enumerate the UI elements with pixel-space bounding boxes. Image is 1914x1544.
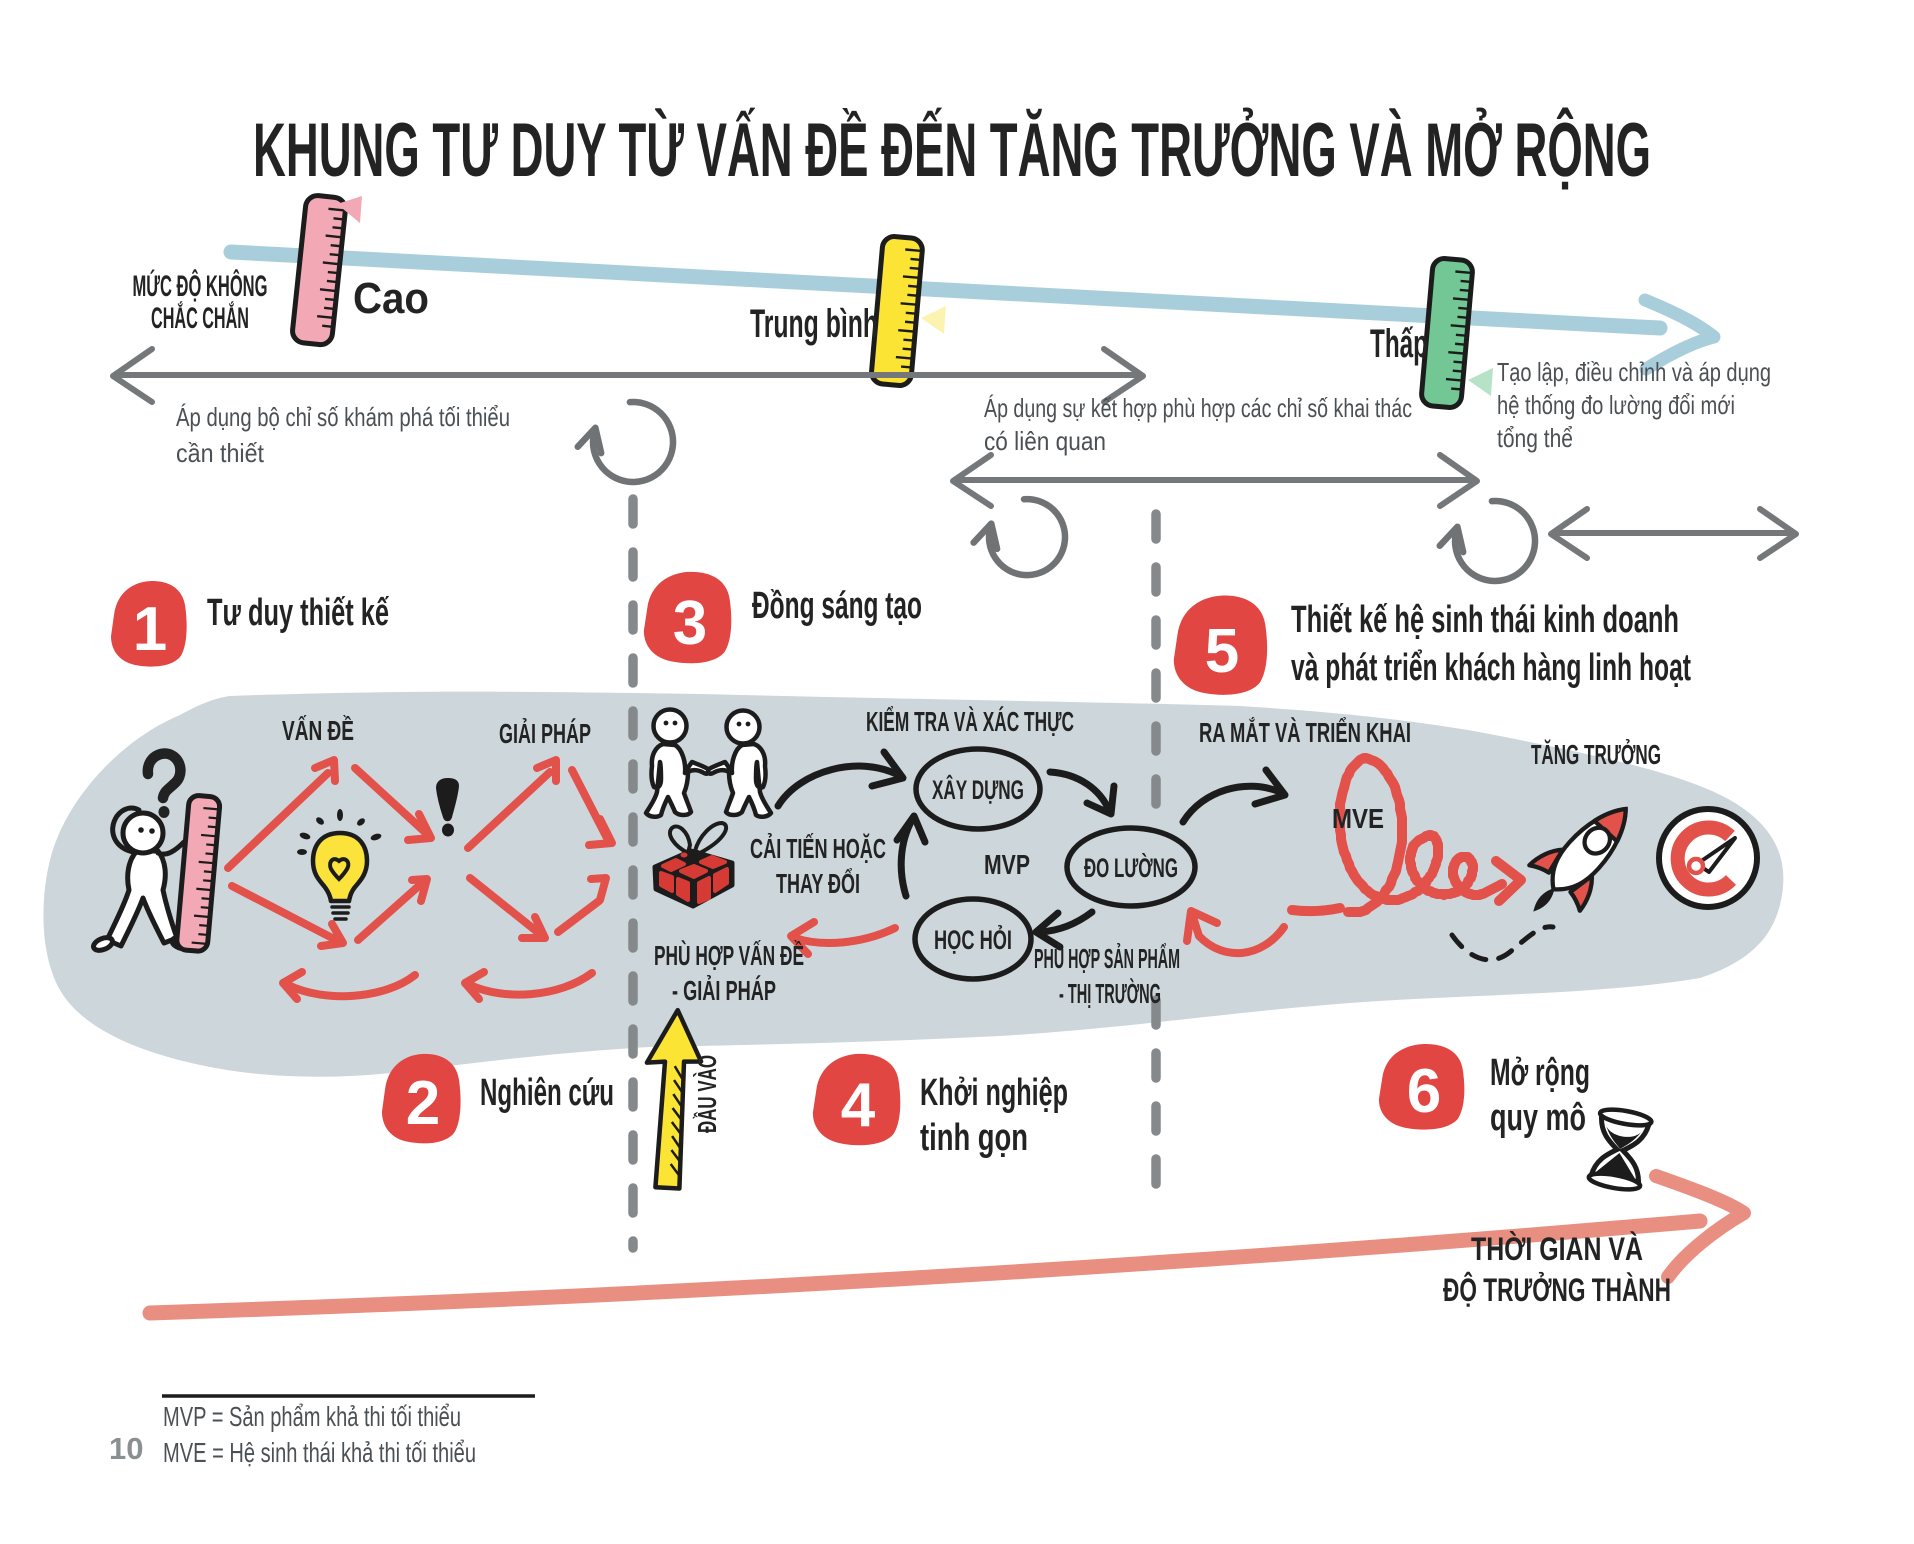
svg-text:RA MẮT VÀ TRIỂN KHAI: RA MẮT VÀ TRIỂN KHAI bbox=[1199, 717, 1411, 748]
svg-text:- GIẢI PHÁP: - GIẢI PHÁP bbox=[672, 974, 776, 1006]
svg-text:Thiết kế hệ sinh thái kinh doa: Thiết kế hệ sinh thái kinh doanh bbox=[1291, 599, 1679, 641]
svg-text:MVP: MVP bbox=[984, 849, 1030, 880]
svg-text:6: 6 bbox=[1407, 1057, 1441, 1126]
svg-text:CẢI TIẾN HOẶC: CẢI TIẾN HOẶC bbox=[750, 832, 886, 864]
svg-text:MVP = Sản phẩm khả thi tối thi: MVP = Sản phẩm khả thi tối thiểu bbox=[163, 1401, 461, 1432]
svg-text:MVE = Hệ sinh thái khả thi tối: MVE = Hệ sinh thái khả thi tối thiểu bbox=[163, 1437, 476, 1468]
svg-text:PHÙ HỢP VẤN ĐỀ: PHÙ HỢP VẤN ĐỀ bbox=[654, 940, 804, 971]
svg-text:MVE: MVE bbox=[1332, 803, 1384, 834]
svg-text:KIỂM TRA VÀ XÁC THỰC: KIỂM TRA VÀ XÁC THỰC bbox=[866, 706, 1074, 737]
svg-text:5: 5 bbox=[1205, 617, 1239, 686]
svg-text:10: 10 bbox=[109, 1431, 143, 1466]
svg-text:tinh gọn: tinh gọn bbox=[920, 1117, 1028, 1159]
svg-text:VẤN ĐỀ: VẤN ĐỀ bbox=[282, 715, 354, 746]
svg-text:1: 1 bbox=[133, 595, 167, 664]
svg-text:Tạo lập, điều chỉnh và áp dụng: Tạo lập, điều chỉnh và áp dụng bbox=[1497, 357, 1771, 387]
svg-text:Đồng sáng tạo: Đồng sáng tạo bbox=[752, 585, 922, 627]
svg-text:Khởi nghiệp: Khởi nghiệp bbox=[920, 1072, 1068, 1114]
svg-text:4: 4 bbox=[841, 1071, 876, 1140]
svg-text:Cao: Cao bbox=[353, 274, 429, 323]
svg-text:cần thiết: cần thiết bbox=[176, 438, 265, 468]
svg-text:Thấp: Thấp bbox=[1370, 322, 1428, 366]
svg-text:Áp dụng sự kết hợp phù hợp các: Áp dụng sự kết hợp phù hợp các chỉ số kh… bbox=[984, 393, 1412, 423]
svg-text:ĐỘ TRƯỞNG THÀNH: ĐỘ TRƯỞNG THÀNH bbox=[1443, 1272, 1671, 1308]
svg-text:THỜI GIAN VÀ: THỜI GIAN VÀ bbox=[1471, 1231, 1643, 1267]
svg-text:GIẢI PHÁP: GIẢI PHÁP bbox=[499, 717, 591, 749]
svg-text:2: 2 bbox=[406, 1069, 440, 1138]
svg-text:KHUNG TƯ DUY TỪ VẤN ĐỀ ĐẾN TĂN: KHUNG TƯ DUY TỪ VẤN ĐỀ ĐẾN TĂNG TRƯỞNG V… bbox=[253, 108, 1651, 193]
svg-text:và phát triển khách hàng linh: và phát triển khách hàng linh hoạt bbox=[1291, 647, 1691, 689]
svg-text:ĐO LƯỜNG: ĐO LƯỜNG bbox=[1084, 852, 1178, 883]
svg-text:hệ thống đo lường đổi mới: hệ thống đo lường đổi mới bbox=[1497, 390, 1735, 420]
svg-text:MỨC ĐỘ KHÔNG: MỨC ĐỘ KHÔNG bbox=[133, 269, 268, 303]
svg-text:Trung bình: Trung bình bbox=[750, 302, 878, 346]
svg-text:Nghiên cứu: Nghiên cứu bbox=[480, 1072, 614, 1114]
svg-text:Mở rộng: Mở rộng bbox=[1490, 1052, 1590, 1094]
svg-text:3: 3 bbox=[673, 589, 707, 658]
svg-text:PHÙ HỢP SẢN PHẨM: PHÙ HỢP SẢN PHẨM bbox=[1034, 942, 1180, 974]
svg-text:TĂNG TRƯỞNG: TĂNG TRƯỞNG bbox=[1531, 738, 1661, 770]
svg-text:ĐẦU VÀO: ĐẦU VÀO bbox=[692, 1055, 722, 1133]
svg-text:tổng thể: tổng thể bbox=[1497, 423, 1573, 453]
svg-text:THAY ĐỔI: THAY ĐỔI bbox=[776, 868, 860, 899]
svg-text:có liên quan: có liên quan bbox=[984, 426, 1106, 456]
svg-text:- THỊ TRƯỜNG: - THỊ TRƯỜNG bbox=[1059, 978, 1161, 1009]
svg-text:Tư duy thiết kế: Tư duy thiết kế bbox=[207, 592, 390, 634]
svg-text:quy mô: quy mô bbox=[1490, 1097, 1586, 1139]
svg-text:CHẮC CHẮN: CHẮC CHẮN bbox=[151, 301, 249, 335]
svg-text:XÂY DỰNG: XÂY DỰNG bbox=[932, 774, 1024, 805]
svg-text:HỌC HỎI: HỌC HỎI bbox=[934, 923, 1012, 955]
svg-text:Áp dụng bộ chỉ số khám phá tối: Áp dụng bộ chỉ số khám phá tối thiểu bbox=[176, 402, 510, 432]
